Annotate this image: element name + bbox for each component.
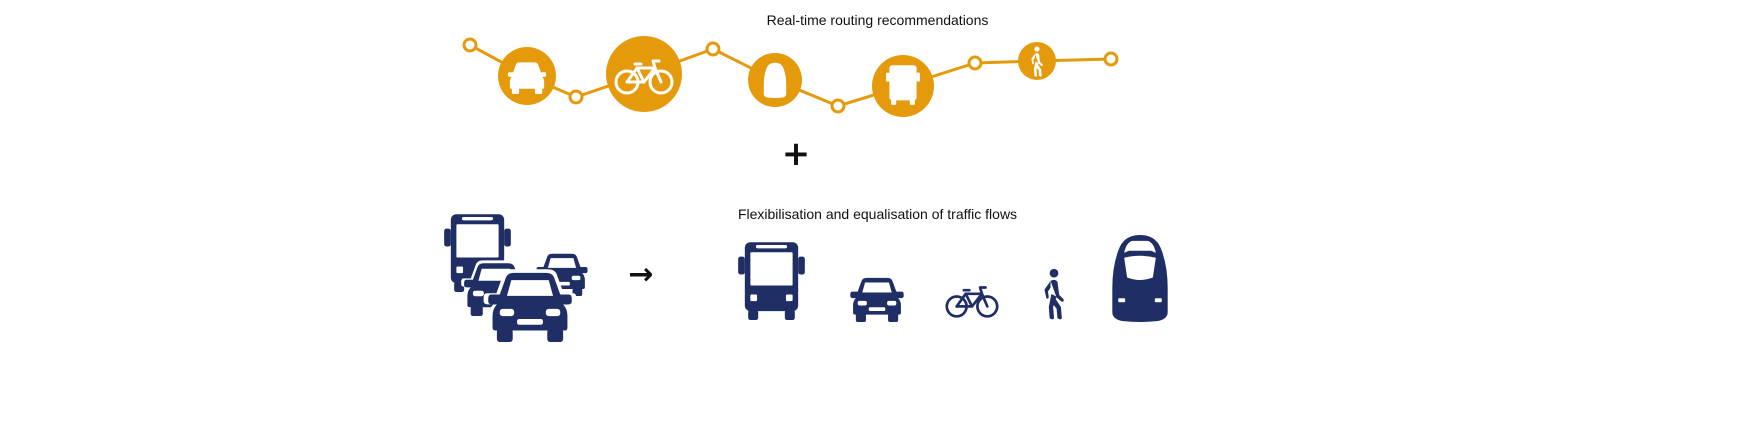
route-node-train [748,53,802,107]
traffic-jam-cluster [444,214,588,346]
pedestrian-icon [1044,268,1064,320]
route-waypoint [462,37,478,53]
routing-chain [462,36,1119,117]
arrow-icon: → [628,257,653,292]
routing-caption: Real-time routing recommendations [766,12,989,28]
route-node-bus [872,55,934,117]
bus-icon [738,242,805,320]
route-waypoint [967,55,983,71]
route-node-bicycle [606,36,682,112]
route-waypoint [830,98,846,114]
route-node-car [498,47,556,105]
route-node-pedestrian [1018,42,1056,80]
plus-sign: + [782,134,811,174]
bus-icon [886,65,920,105]
traffic-flows-caption: Flexibilisation and equalisation of traf… [737,206,1018,222]
distributed-modes [738,234,1168,322]
route-waypoint [568,89,584,105]
train-icon [1112,234,1168,322]
bicycle-icon [945,286,999,318]
train-icon [763,62,787,98]
route-waypoint [705,41,721,57]
route-waypoint [1103,51,1119,67]
car-icon [850,277,904,322]
